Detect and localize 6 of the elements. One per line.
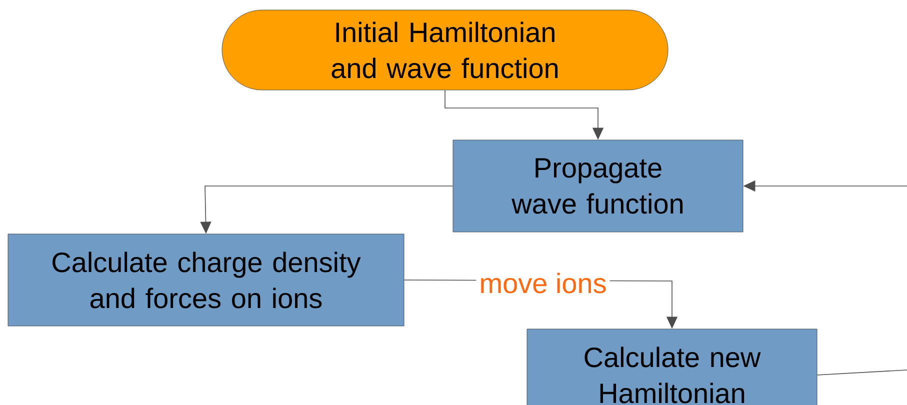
start-terminal: Initial Hamiltonian and wave function bbox=[222, 10, 668, 90]
connector-line bbox=[816, 370, 907, 376]
process-box: Propagate wave function bbox=[452, 140, 744, 232]
edge-label: move ions bbox=[476, 270, 610, 296]
process-box: Calculate new Hamiltonian bbox=[526, 328, 818, 405]
process-box: Calculate charge density and forces on ions bbox=[8, 234, 404, 326]
